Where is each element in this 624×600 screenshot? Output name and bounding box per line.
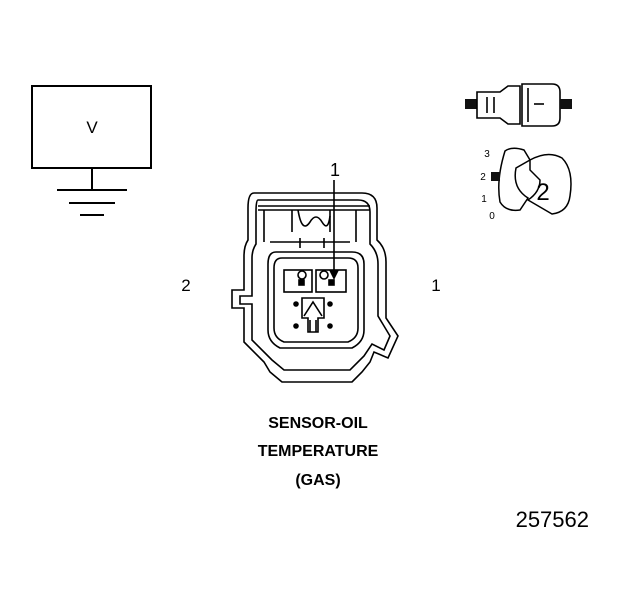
tick-label-3: 3 bbox=[484, 149, 490, 160]
terminal-cavity-2 bbox=[283, 269, 313, 293]
connector-housing-outer bbox=[231, 192, 399, 383]
connector-side-view-icon bbox=[465, 83, 572, 127]
side-right-label: 1 bbox=[431, 276, 440, 295]
ground-icon bbox=[57, 168, 127, 216]
tick-label-2: 2 bbox=[480, 172, 486, 183]
caption-line-2: TEMPERATURE bbox=[258, 443, 379, 460]
figure-number: 257562 bbox=[516, 507, 589, 532]
connector-face bbox=[231, 192, 399, 383]
voltage-source-box: V bbox=[31, 85, 152, 216]
voltage-label: V bbox=[86, 118, 98, 137]
caption-line-1: SENSOR-OIL bbox=[268, 415, 368, 432]
caption-line-3: (GAS) bbox=[295, 472, 340, 489]
cavity-callout: 1 bbox=[329, 160, 340, 280]
tick-label-1: 1 bbox=[481, 194, 487, 205]
cavity-callout-label: 1 bbox=[330, 160, 340, 180]
tick-label-0: 0 bbox=[489, 211, 495, 222]
position-indicator: 3 2 1 0 2 bbox=[480, 147, 572, 222]
position-indicator-body bbox=[498, 147, 532, 212]
side-left-label: 2 bbox=[181, 276, 190, 295]
connector-inner-cavity bbox=[267, 251, 365, 349]
connector-center-key bbox=[293, 297, 333, 333]
position-value: 2 bbox=[536, 179, 549, 206]
